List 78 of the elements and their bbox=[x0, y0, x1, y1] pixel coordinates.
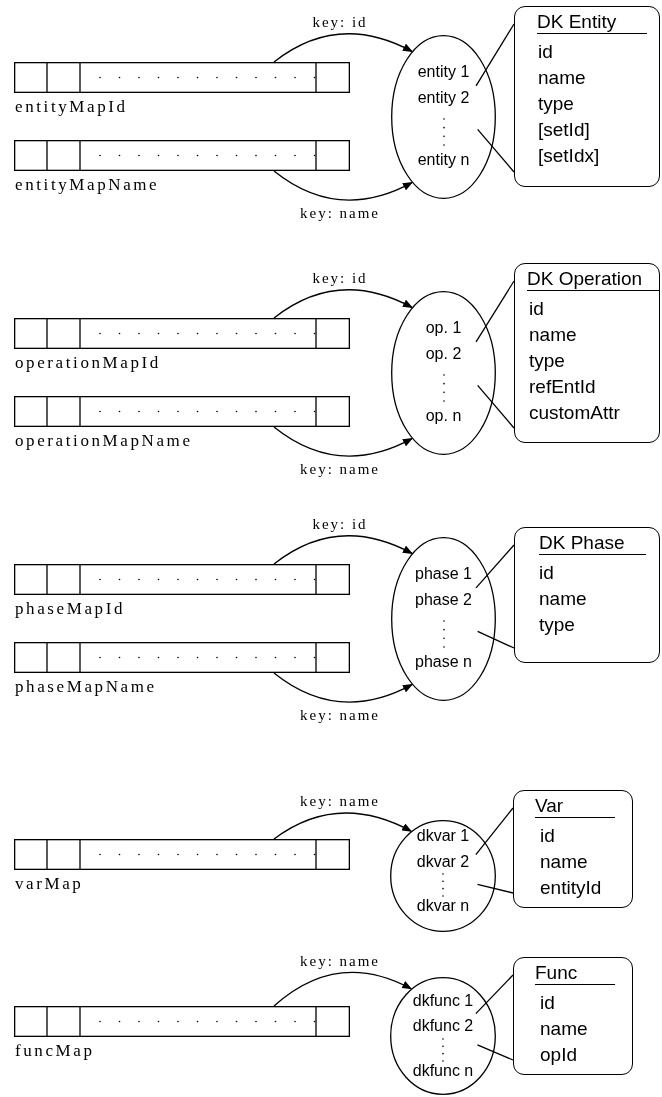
element-name: op. 1 bbox=[425, 319, 462, 337]
field-name: type bbox=[538, 93, 574, 115]
record-title: DK Phase bbox=[539, 532, 646, 555]
record-title: Var bbox=[535, 795, 615, 818]
array-name: operationMapName bbox=[15, 431, 193, 451]
edge-label: key: id bbox=[311, 14, 369, 32]
curved-arrow bbox=[273, 672, 413, 703]
ellipse-set bbox=[391, 537, 496, 701]
field-name: name bbox=[538, 67, 586, 89]
connector-line bbox=[477, 128, 515, 173]
connector-line bbox=[477, 630, 515, 649]
field-name: id bbox=[539, 562, 554, 584]
element-name: entity 2 bbox=[417, 89, 470, 107]
element-name: phase 1 bbox=[415, 565, 472, 583]
curved-arrow bbox=[273, 289, 413, 319]
record-box bbox=[513, 957, 633, 1075]
record-box bbox=[514, 527, 660, 663]
array-name: varMap bbox=[15, 874, 84, 894]
field-name: name bbox=[540, 851, 588, 873]
field-name: customAttr bbox=[529, 402, 620, 424]
connector-line bbox=[476, 883, 514, 894]
field-name: id bbox=[529, 298, 544, 320]
array-name: phaseMapId bbox=[15, 599, 126, 619]
element-name: dkvar n bbox=[416, 897, 470, 915]
field-name: refEntId bbox=[529, 376, 596, 398]
element-name: phase n bbox=[415, 653, 472, 671]
element-name: entity n bbox=[417, 151, 470, 169]
field-name: opId bbox=[540, 1044, 577, 1066]
edge-label: key: id bbox=[311, 270, 369, 288]
element-name: dkfunc 1 bbox=[412, 992, 474, 1010]
array-name: phaseMapName bbox=[15, 677, 157, 697]
record-box bbox=[514, 6, 660, 187]
field-name: id bbox=[538, 41, 553, 63]
field-name: type bbox=[539, 614, 575, 636]
connector-line bbox=[475, 544, 515, 589]
field-name: name bbox=[539, 588, 587, 610]
curved-arrow bbox=[273, 426, 413, 457]
ellipse-set bbox=[390, 820, 496, 932]
curved-arrow bbox=[273, 33, 413, 63]
ellipse-set bbox=[391, 291, 496, 455]
array-name: operationMapId bbox=[15, 353, 161, 373]
array-name: entityMapName bbox=[15, 175, 160, 195]
array-name: entityMapId bbox=[15, 97, 128, 117]
field-name: id bbox=[540, 825, 555, 847]
element-name: dkfunc 2 bbox=[412, 1017, 474, 1035]
element-name: op. 2 bbox=[425, 345, 462, 363]
element-name: dkfunc n bbox=[412, 1062, 474, 1080]
connector-line bbox=[475, 280, 515, 343]
record-title: DK Entity bbox=[537, 11, 647, 34]
ellipse-set bbox=[390, 977, 496, 1095]
connector-line bbox=[475, 974, 514, 1015]
ellipse-set bbox=[391, 35, 496, 199]
connector-line bbox=[475, 807, 514, 856]
field-name: name bbox=[529, 324, 577, 346]
field-name: [setId] bbox=[538, 119, 590, 141]
element-name: dkvar 2 bbox=[416, 853, 470, 871]
element-name: phase 2 bbox=[415, 591, 472, 609]
array-name: funcMap bbox=[15, 1041, 95, 1061]
record-box bbox=[513, 790, 633, 908]
field-name: name bbox=[540, 1018, 588, 1040]
curved-arrow bbox=[273, 170, 413, 201]
field-name: entityId bbox=[540, 877, 602, 899]
element-name: entity 1 bbox=[417, 63, 470, 81]
curved-arrow bbox=[273, 812, 413, 840]
field-name: [setIdx] bbox=[538, 145, 600, 167]
record-title: Func bbox=[535, 962, 615, 985]
element-name: dkvar 1 bbox=[416, 827, 470, 845]
field-name: id bbox=[540, 992, 555, 1014]
connector-line bbox=[476, 1044, 514, 1061]
edge-label: key: id bbox=[311, 516, 369, 534]
curved-arrow bbox=[273, 971, 413, 1007]
record-box bbox=[514, 263, 660, 443]
record-title: DK Operation bbox=[527, 268, 659, 291]
curved-arrow bbox=[273, 535, 413, 565]
connector-line bbox=[475, 23, 515, 87]
connector-line bbox=[477, 384, 515, 429]
element-name: op. n bbox=[425, 407, 462, 425]
field-name: type bbox=[529, 350, 565, 372]
